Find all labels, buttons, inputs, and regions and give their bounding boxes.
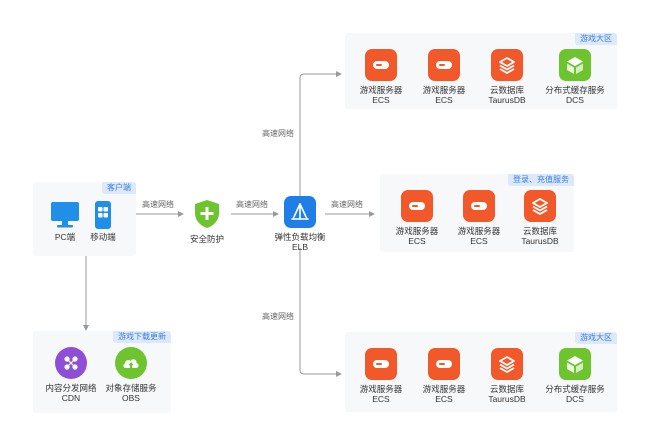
cdn-label-line2: CDN	[61, 393, 81, 403]
server-icon	[428, 348, 460, 380]
edge-elb-top	[299, 71, 342, 196]
bottom-zone-node-0[interactable]: 游戏服务器 ECS	[349, 348, 413, 404]
obs-label-line2: OBS	[122, 393, 140, 403]
login-zone-node-2[interactable]: 云数据库 TaurusDB	[508, 190, 572, 246]
cdn-network-icon	[55, 347, 87, 379]
elb-label-line2: ELB	[291, 242, 309, 252]
load-balancer-icon	[284, 196, 316, 228]
bottom-zone-node-2[interactable]: 云数据库 TaurusDB	[475, 348, 539, 404]
login-zone-tag: 登录、充值服务	[508, 174, 574, 186]
elb-label-line1: 弹性负载均衡	[274, 232, 326, 242]
top-zone-node-0[interactable]: 游戏服务器 ECS	[349, 49, 413, 105]
node-label-line1: 游戏服务器	[422, 85, 466, 95]
node-label-line2: DCS	[566, 95, 584, 105]
bottom-zone-tag: 游戏大区	[575, 332, 617, 344]
node-label-line2: ECS	[372, 95, 390, 105]
bottom-zone-node-1[interactable]: 游戏服务器 ECS	[412, 348, 476, 404]
server-icon	[401, 190, 433, 222]
server-icon	[365, 49, 397, 81]
obs-node[interactable]: 对象存储服务 OBS	[99, 347, 163, 403]
edge-label-elb-top: 高速网络	[262, 129, 294, 138]
cache-cube-icon	[559, 348, 591, 380]
client-tag: 客户端	[102, 182, 136, 194]
cdn-label-line1: 内容分发网络	[45, 383, 97, 393]
node-label-line1: 分布式缓存服务	[545, 384, 605, 394]
server-icon	[463, 190, 495, 222]
database-icon	[491, 348, 523, 380]
server-icon	[428, 49, 460, 81]
bottom-game-zone-panel: 游戏大区 游戏服务器 ECS 游戏服务器 ECS 云数据库 TaurusDB	[345, 332, 617, 412]
node-label-line2: TaurusDB	[521, 236, 559, 246]
top-zone-node-1[interactable]: 游戏服务器 ECS	[412, 49, 476, 105]
shield-plus-icon	[191, 198, 223, 230]
node-label-line2: TaurusDB	[488, 394, 526, 404]
login-recharge-zone-panel: 登录、充值服务 游戏服务器 ECS 游戏服务器 ECS 云数据库 TaurusD…	[380, 174, 574, 252]
cloud-upload-icon	[115, 347, 147, 379]
node-label-line2: ECS	[408, 236, 426, 246]
top-zone-node-3[interactable]: 分布式缓存服务 DCS	[543, 49, 607, 105]
obs-label-line1: 对象存储服务	[105, 383, 157, 393]
top-zone-tag: 游戏大区	[575, 33, 617, 45]
node-label-line1: 分布式缓存服务	[545, 85, 605, 95]
monitor-icon	[49, 200, 81, 230]
security-node[interactable]: 安全防护	[175, 198, 239, 244]
node-label-line2: DCS	[566, 394, 584, 404]
client-panel: 客户端 PC端 移动端	[33, 182, 136, 256]
mobile-client-label: 移动端	[90, 232, 116, 242]
cache-cube-icon	[559, 49, 591, 81]
node-label-line1: 游戏服务器	[395, 226, 439, 236]
login-zone-node-1[interactable]: 游戏服务器 ECS	[447, 190, 511, 246]
node-label-line2: ECS	[470, 236, 488, 246]
node-label-line1: 云数据库	[489, 384, 524, 394]
top-zone-node-2[interactable]: 云数据库 TaurusDB	[475, 49, 539, 105]
edge-label-client-security: 高速网络	[142, 200, 174, 209]
edge-label-elb-login: 高速网络	[331, 200, 363, 209]
node-label-line2: ECS	[435, 394, 453, 404]
node-label-line2: ECS	[372, 394, 390, 404]
cdn-node[interactable]: 内容分发网络 CDN	[39, 347, 103, 403]
database-icon	[491, 49, 523, 81]
node-label-line1: 游戏服务器	[359, 384, 403, 394]
edge-label-elb-bottom: 高速网络	[262, 312, 294, 321]
pc-client-node[interactable]: PC端	[33, 200, 97, 242]
bottom-zone-node-3[interactable]: 分布式缓存服务 DCS	[543, 348, 607, 404]
edge-label-security-elb: 高速网络	[236, 200, 268, 209]
server-icon	[365, 348, 397, 380]
security-label: 安全防护	[189, 234, 224, 244]
node-label-line1: 游戏服务器	[422, 384, 466, 394]
node-label-line1: 游戏服务器	[359, 85, 403, 95]
top-game-zone-panel: 游戏大区 游戏服务器 ECS 游戏服务器 ECS 云数据库 TaurusDB	[345, 33, 617, 109]
mobile-client-node[interactable]: 移动端	[71, 200, 135, 242]
mobile-app-icon	[87, 200, 119, 230]
node-label-line1: 云数据库	[489, 85, 524, 95]
pc-client-label: PC端	[54, 232, 76, 242]
login-zone-node-0[interactable]: 游戏服务器 ECS	[385, 190, 449, 246]
node-label-line2: ECS	[435, 95, 453, 105]
node-label-line1: 云数据库	[522, 226, 557, 236]
elb-node[interactable]: 弹性负载均衡 ELB	[268, 196, 332, 252]
edge-elb-bottom	[299, 248, 342, 377]
download-update-zone-panel: 游戏下载更新 内容分发网络 CDN 对象存储服务 OBS	[33, 331, 171, 413]
node-label-line2: TaurusDB	[488, 95, 526, 105]
database-icon	[524, 190, 556, 222]
node-label-line1: 游戏服务器	[457, 226, 501, 236]
download-zone-tag: 游戏下载更新	[113, 331, 171, 343]
